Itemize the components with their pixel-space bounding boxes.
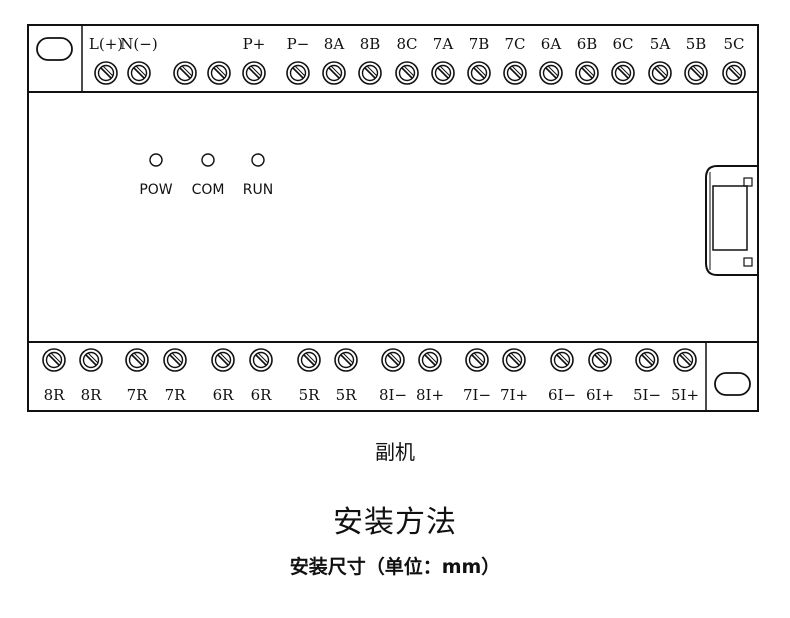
top-terminal-block: L(+)N(−) P+ P− 8A 8B 8C 7A 7B 7C 6A 6B 6C 5A 5B 5C <box>89 35 746 85</box>
bottom-terminal-label: 6R <box>213 386 235 404</box>
side-connector <box>705 165 758 276</box>
bottom-terminal-label: 5R <box>336 386 358 404</box>
terminal-screw-icon <box>173 61 197 85</box>
terminal-screw-icon <box>648 61 672 85</box>
terminal-screw-icon <box>322 61 346 85</box>
terminal-screw-icon <box>418 348 442 372</box>
top-terminal-label: 5B <box>686 35 707 53</box>
terminal-screw-icon <box>539 61 563 85</box>
terminal-screw-icon <box>465 348 489 372</box>
dimension-subtitle: 安装尺寸（单位：mm） <box>289 556 501 578</box>
bottom-terminal-label: 7R <box>127 386 149 404</box>
bottom-terminal-label: 8I− <box>379 386 407 404</box>
terminal-screw-icon <box>611 61 635 85</box>
terminal-screw-icon <box>673 348 697 372</box>
terminal-screw-icon <box>163 348 187 372</box>
top-terminal-label: P+ <box>243 35 266 53</box>
bottom-terminal-block: 8R 8R 7R 7R 6R 6R 5R 5R 8I− 8I+ 7I− 7I+ 6I− 6I+ 5I− 5I+ <box>42 348 699 404</box>
terminal-screw-icon <box>79 348 103 372</box>
terminal-screw-icon <box>207 61 231 85</box>
led-indicator-icon <box>251 153 265 167</box>
terminal-screw-icon <box>431 61 455 85</box>
top-terminal-label: 7B <box>469 35 490 53</box>
top-terminal-label: 8A <box>324 35 345 53</box>
terminal-screw-icon <box>684 61 708 85</box>
top-terminal-label: 5C <box>723 35 744 53</box>
bottom-terminal-label: 8I+ <box>416 386 444 404</box>
led-label: POW <box>139 182 172 198</box>
terminal-screw-icon <box>297 348 321 372</box>
terminal-screw-icon <box>125 348 149 372</box>
terminal-screw-icon <box>42 348 66 372</box>
bottom-terminal-label: 5I+ <box>671 386 699 404</box>
top-terminal-label: 8B <box>360 35 381 53</box>
bottom-terminal-label: 6R <box>251 386 273 404</box>
terminal-screw-icon <box>635 348 659 372</box>
led-indicator-icon <box>201 153 215 167</box>
terminal-screw-icon <box>381 348 405 372</box>
terminal-screw-icon <box>94 61 118 85</box>
top-terminal-label: 7C <box>504 35 525 53</box>
led-indicator-icon <box>149 153 163 167</box>
terminal-screw-icon <box>211 348 235 372</box>
terminal-screw-icon <box>242 61 266 85</box>
bottom-terminal-label: 6I+ <box>586 386 614 404</box>
terminal-screw-icon <box>127 61 151 85</box>
terminal-screw-icon <box>502 348 526 372</box>
section-title: 安装方法 <box>333 505 457 540</box>
terminal-screw-icon <box>550 348 574 372</box>
terminal-screw-icon <box>358 61 382 85</box>
device-name-caption: 副机 <box>375 440 415 464</box>
top-terminal-label: 6A <box>541 35 562 53</box>
terminal-screw-icon <box>286 61 310 85</box>
bottom-terminal-label: 7I− <box>463 386 491 404</box>
top-terminal-label: N(−) <box>120 35 157 53</box>
mounting-hole-top-left <box>36 37 73 61</box>
terminal-screw-icon <box>334 348 358 372</box>
top-terminal-label: L(+) <box>89 35 123 53</box>
bottom-terminal-label: 8R <box>81 386 103 404</box>
terminal-screw-icon <box>395 61 419 85</box>
terminal-screw-icon <box>588 348 612 372</box>
device-body <box>27 24 759 412</box>
led-label: RUN <box>243 182 273 198</box>
top-terminal-label: 6C <box>612 35 633 53</box>
terminal-screw-icon <box>503 61 527 85</box>
bottom-terminal-label: 5I− <box>633 386 661 404</box>
terminal-screw-icon <box>575 61 599 85</box>
led-label: COM <box>192 182 225 198</box>
top-terminal-label: 5A <box>650 35 671 53</box>
bottom-terminal-label: 7R <box>165 386 187 404</box>
top-terminal-label: 8C <box>396 35 417 53</box>
top-terminal-label: 7A <box>433 35 454 53</box>
terminal-screw-icon <box>722 61 746 85</box>
bottom-terminal-label: 5R <box>299 386 321 404</box>
terminal-screw-icon <box>249 348 273 372</box>
terminal-screw-icon <box>467 61 491 85</box>
led-indicator-group: POW COM RUN <box>139 153 273 198</box>
top-terminal-label: P− <box>287 35 310 53</box>
mounting-hole-bottom-right <box>714 372 751 396</box>
top-terminal-label: 6B <box>577 35 598 53</box>
bottom-terminal-label: 7I+ <box>500 386 528 404</box>
bottom-terminal-label: 6I− <box>548 386 576 404</box>
bottom-terminal-label: 8R <box>44 386 66 404</box>
